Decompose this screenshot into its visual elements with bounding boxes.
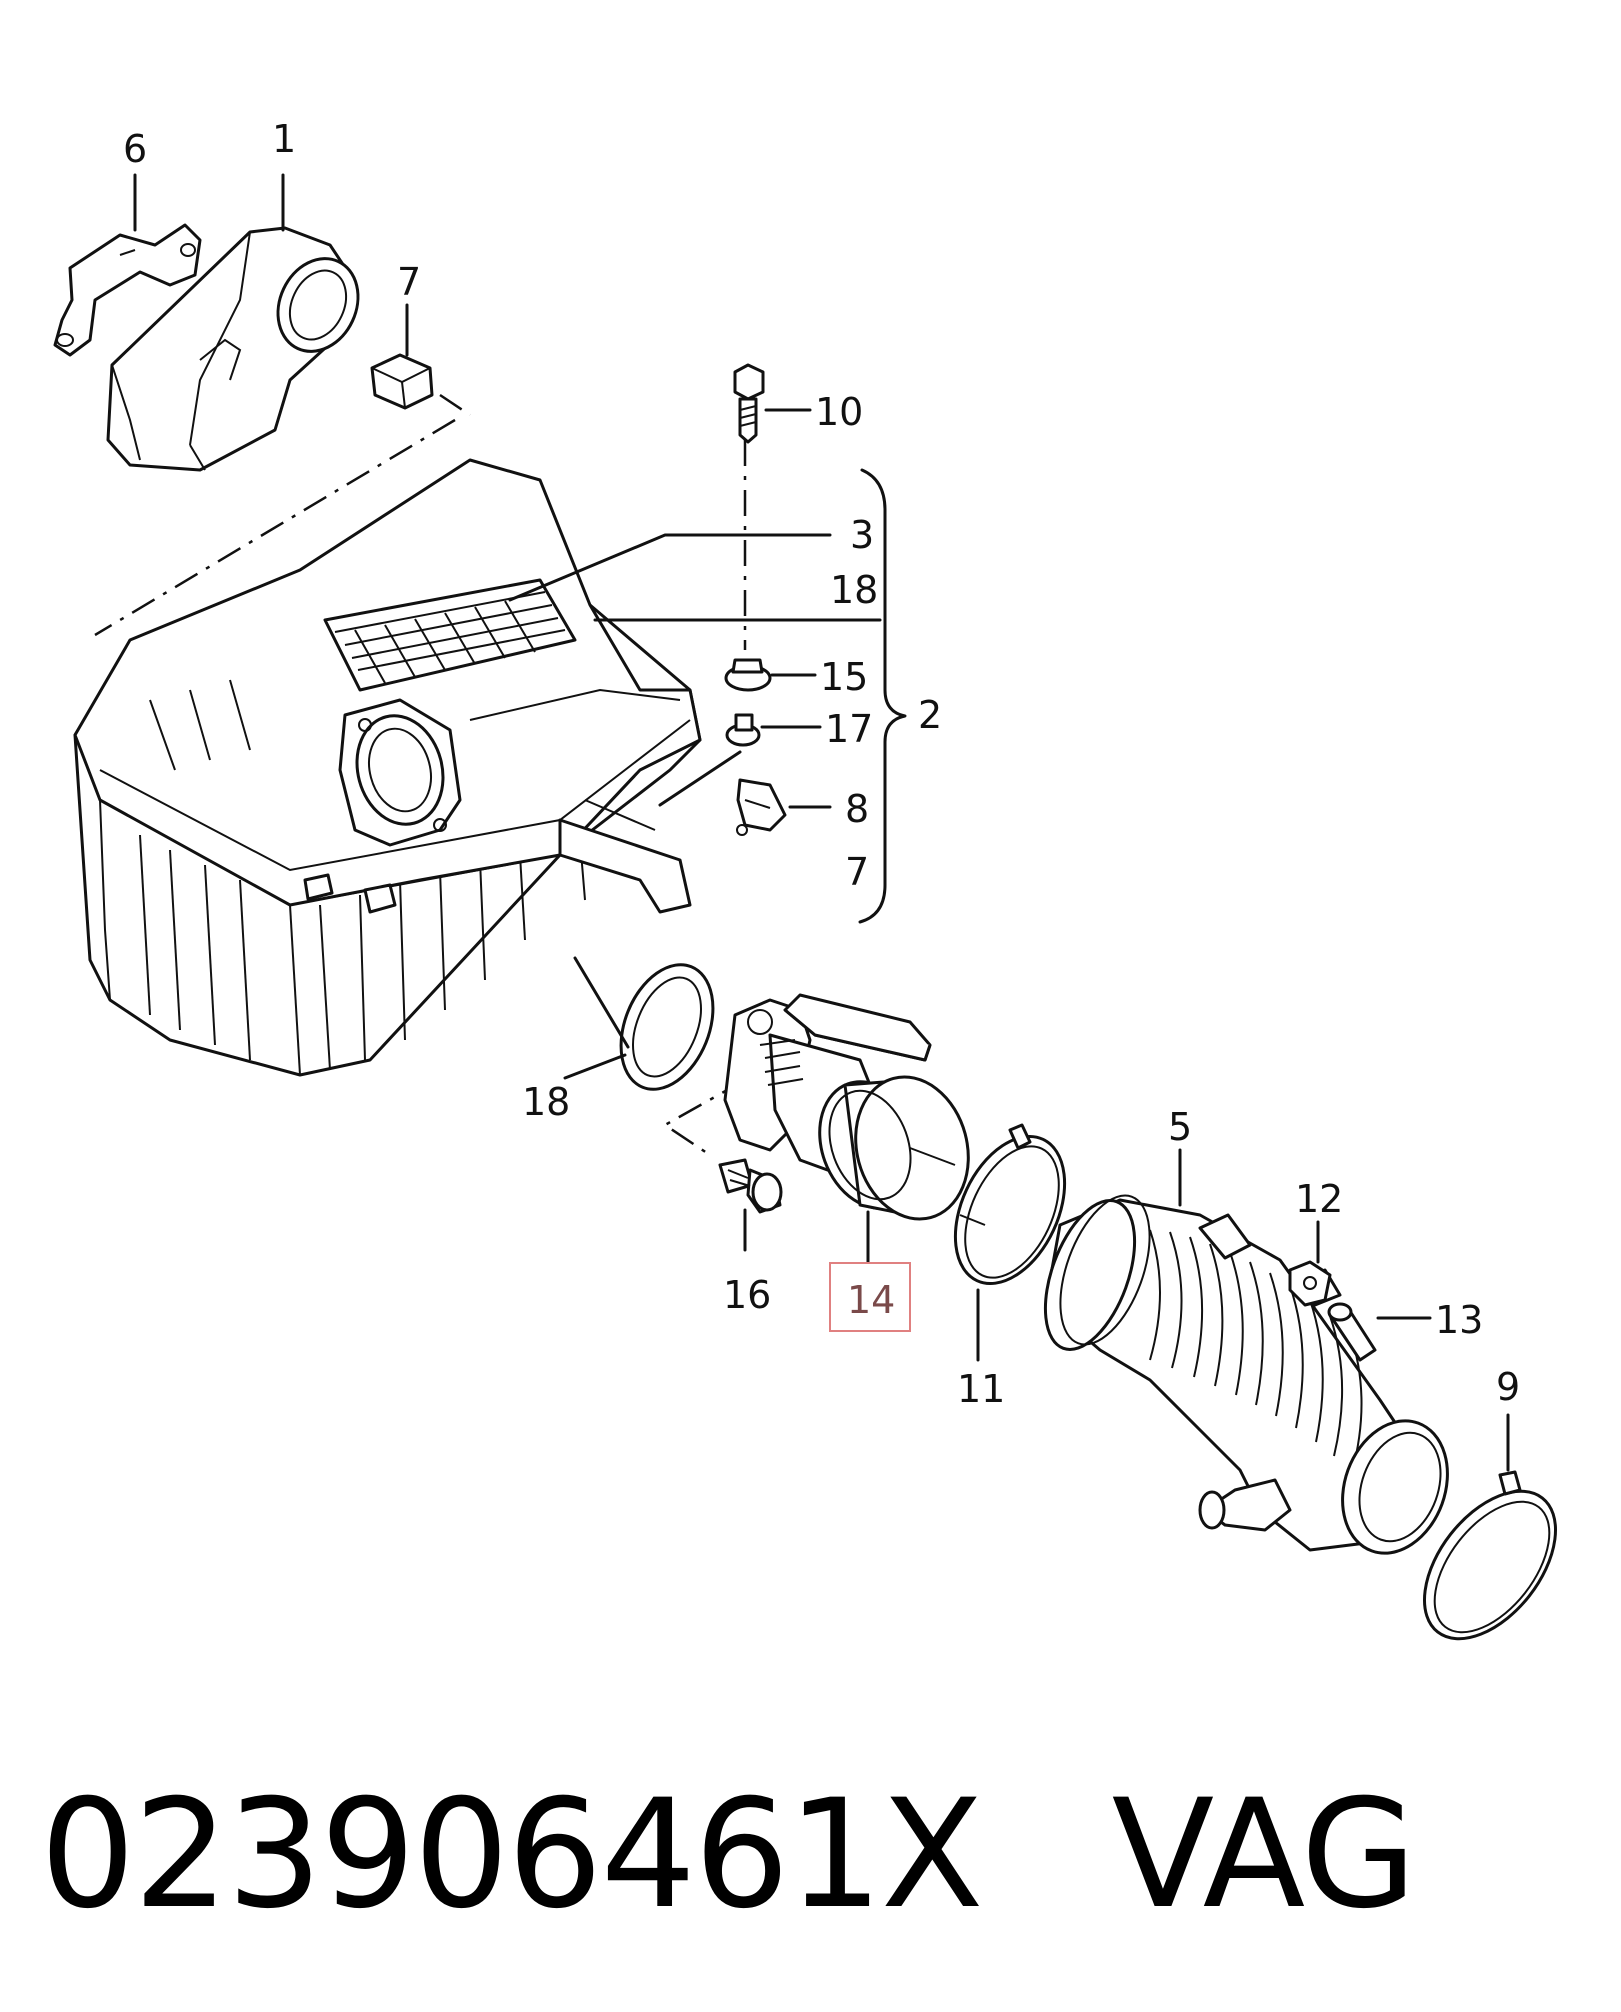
part-16-bolt (718, 1158, 783, 1214)
part-13-pin (1327, 1302, 1377, 1362)
label-7-bottom: 7 (845, 850, 869, 894)
leader-18-seal-b (563, 1053, 627, 1080)
caption: 023906461X VAG (40, 1740, 1600, 1970)
label-2: 2 (918, 693, 942, 737)
leader-18-seal (573, 956, 630, 1049)
label-3: 3 (850, 513, 874, 557)
brand-name: VAG (1111, 1768, 1417, 1942)
part-10-bolt (733, 363, 765, 444)
label-17: 17 (825, 707, 873, 751)
part-6-bracket (53, 223, 202, 357)
part-5-corrugated-hose (1043, 1194, 1449, 1555)
dash-line-main (94, 418, 456, 637)
part-11-hose-clamp (953, 1123, 1067, 1286)
label-9: 9 (1496, 1365, 1520, 1409)
part-7-spacer (370, 353, 434, 410)
leader-17-to-housing (658, 750, 742, 807)
dash-line-top (439, 393, 471, 417)
group-2-brace (858, 468, 907, 924)
label-8: 8 (845, 787, 869, 831)
label-1: 1 (272, 117, 296, 161)
part-number: 023906461X (40, 1768, 984, 1942)
label-6: 6 (123, 127, 147, 171)
label-18-top: 18 (830, 568, 878, 612)
label-16: 16 (723, 1273, 771, 1317)
label-11: 11 (957, 1367, 1005, 1411)
label-7-top: 7 (397, 260, 421, 304)
part-18-seal (619, 963, 715, 1091)
part-14-air-mass-meter (723, 993, 970, 1221)
parts-diagram: 6 1 7 10 3 18 15 2 17 8 7 18 5 12 16 14 … (53, 117, 1558, 1641)
part-12-clip (1288, 1260, 1332, 1307)
label-12: 12 (1295, 1177, 1343, 1221)
part-15-grommet (724, 658, 772, 692)
part-9-hose-clamp (1422, 1470, 1558, 1641)
label-18-seal: 18 (522, 1080, 570, 1124)
label-5: 5 (1168, 1105, 1192, 1149)
label-15: 15 (820, 655, 868, 699)
part-17-bushing (725, 713, 761, 747)
part-14-highlight-box (829, 1262, 911, 1332)
part-1-air-duct (106, 226, 360, 472)
label-14: 14 (847, 1278, 895, 1322)
label-10: 10 (815, 390, 863, 434)
part-8-clip (736, 778, 787, 836)
part-2-air-filter-housing (73, 458, 702, 1077)
leader-3 (508, 533, 832, 602)
label-13: 13 (1435, 1298, 1483, 1342)
